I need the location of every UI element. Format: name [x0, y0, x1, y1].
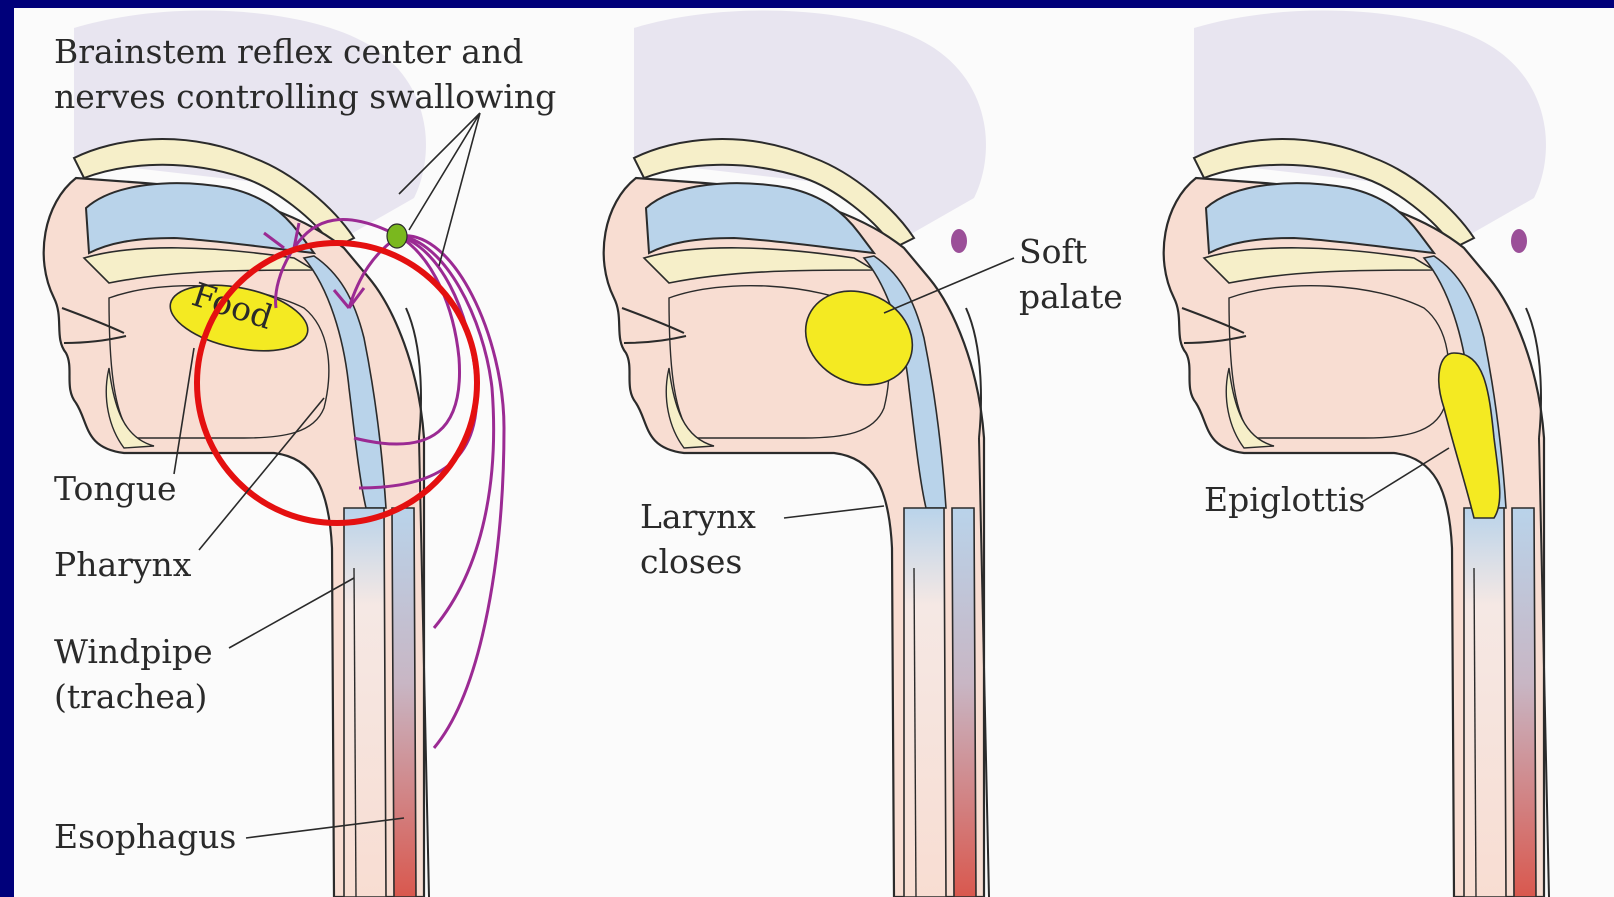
panel-2: Soft palate Larynx closes	[604, 11, 1123, 897]
reflex-center-icon	[1511, 229, 1527, 253]
panel-3: Epiglottis	[1164, 11, 1549, 897]
esophagus-label: Esophagus	[54, 817, 236, 856]
windpipe-label: Windpipe (trachea)	[54, 632, 223, 716]
pharynx-label: Pharynx	[54, 545, 192, 584]
soft-palate-label: Soft palate	[1019, 232, 1123, 316]
panel-1: Food Brainstem reflex center and nerves …	[44, 11, 557, 897]
larynx-label: Larynx closes	[640, 497, 766, 581]
swallowing-diagram: Food Brainstem reflex center and nerves …	[14, 8, 1614, 897]
reflex-center-icon	[387, 224, 407, 248]
tongue-label: Tongue	[54, 469, 176, 508]
epiglottis-label: Epiglottis	[1204, 480, 1365, 519]
diagram-frame: Food Brainstem reflex center and nerves …	[14, 8, 1614, 897]
reflex-center-icon	[951, 229, 967, 253]
